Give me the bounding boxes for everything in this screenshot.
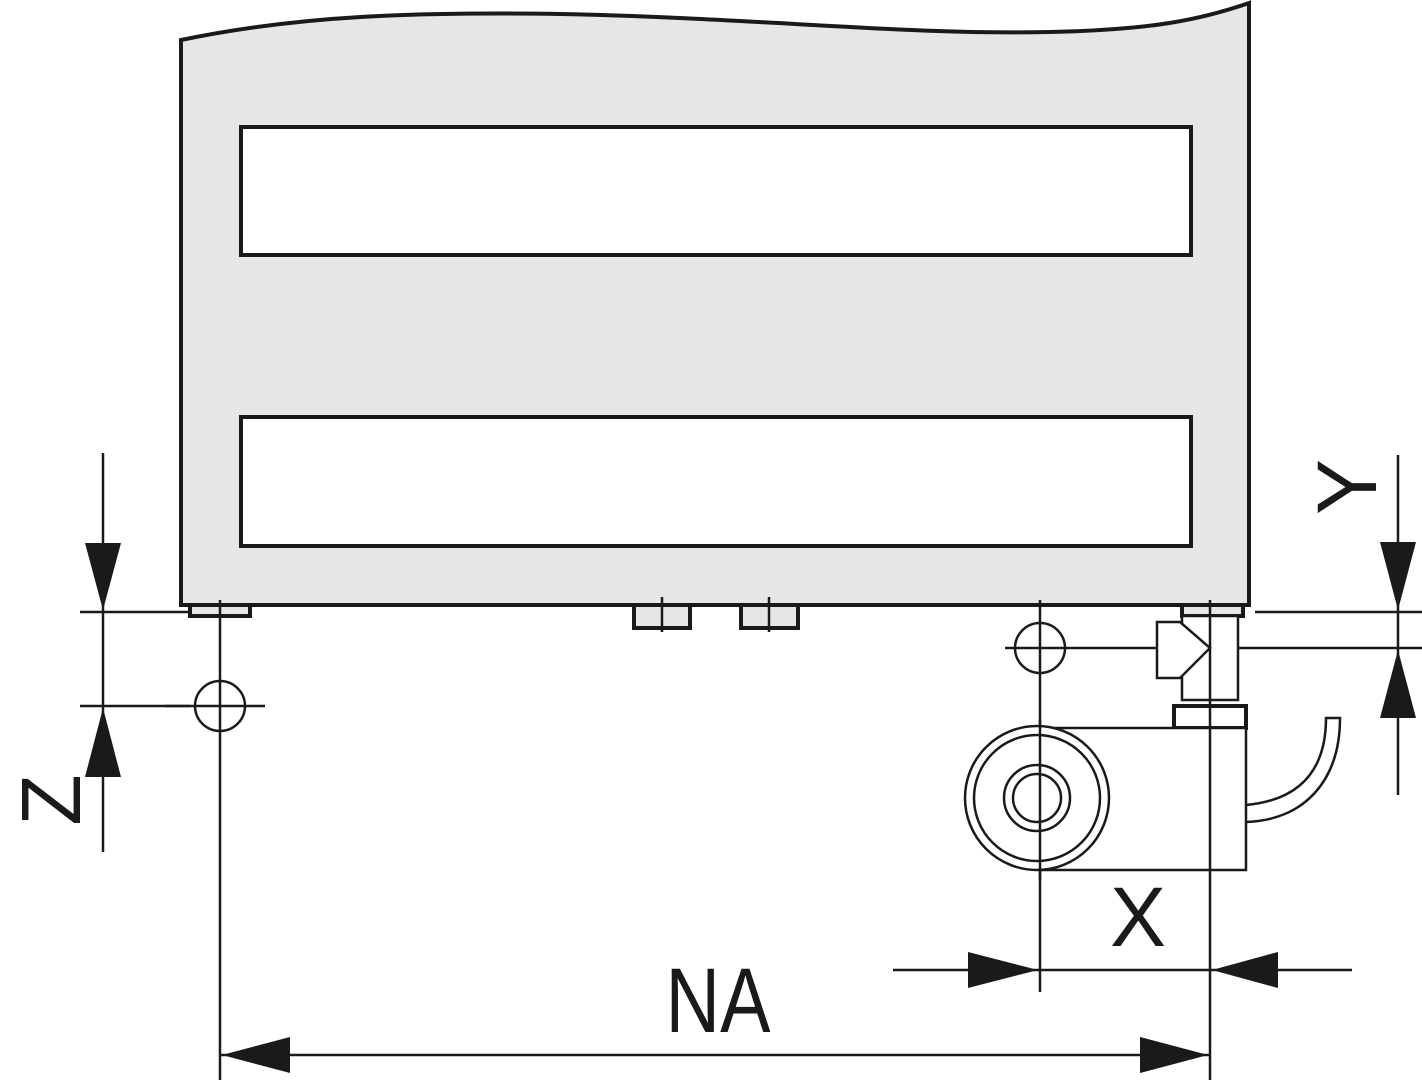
valve-assembly xyxy=(963,600,1422,1080)
z-dimension: Z xyxy=(4,453,190,852)
y-dimension: Y xyxy=(1300,455,1416,795)
panel-slot-top xyxy=(239,125,1193,257)
y-label: Y xyxy=(1300,459,1394,515)
z-label: Z xyxy=(4,774,98,825)
left-connection xyxy=(165,600,265,1080)
na-label: NA xyxy=(666,950,772,1052)
cable xyxy=(1245,716,1342,824)
radiator-panel xyxy=(179,0,1251,607)
panel-slot-bottom xyxy=(239,415,1193,548)
x-label: X xyxy=(1110,870,1166,964)
mounting-feet xyxy=(188,597,1245,632)
x-dimension: X xyxy=(893,870,1352,988)
na-dimension: NA xyxy=(220,950,1210,1073)
